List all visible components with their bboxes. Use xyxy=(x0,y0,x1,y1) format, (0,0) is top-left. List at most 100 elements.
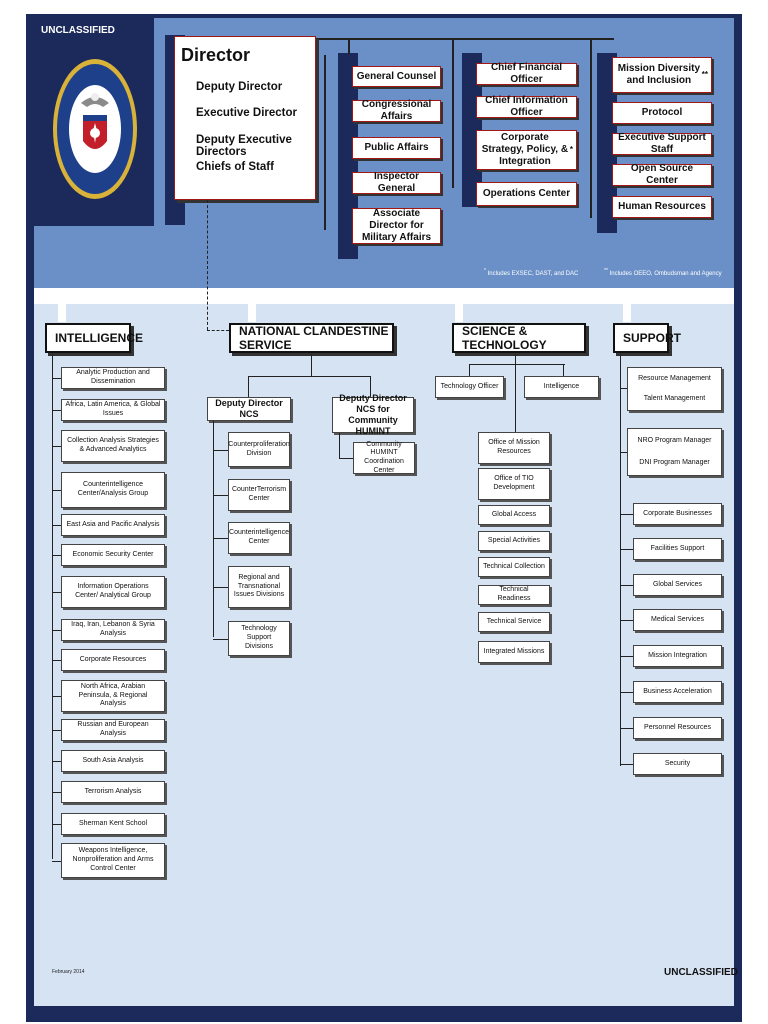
connector xyxy=(52,730,61,731)
connector xyxy=(52,410,61,411)
connector xyxy=(348,38,350,54)
support-item: Corporate Businesses xyxy=(633,503,722,525)
intel-item: Russian and European Analysis xyxy=(61,719,165,741)
connector xyxy=(248,376,249,398)
tab-connector xyxy=(623,304,631,322)
tab-connector xyxy=(455,304,463,322)
intel-item: South Asia Analysis xyxy=(61,750,165,772)
connector xyxy=(452,38,454,188)
connector xyxy=(590,38,592,218)
connector xyxy=(324,55,326,190)
ncs-item: Regional and Transnational Issues Divisi… xyxy=(228,566,290,608)
staff-box: General Counsel xyxy=(352,66,441,87)
support-item: Mission Integration xyxy=(633,645,722,667)
ncs-item: Technology Support Divisions xyxy=(228,621,290,656)
connector xyxy=(469,364,565,365)
ncs-spine xyxy=(213,421,214,637)
staff-box: Chief Financial Officer xyxy=(476,62,577,85)
connector xyxy=(213,538,228,539)
staff-box: Congressional Affairs xyxy=(352,99,441,122)
staff-box: Mission Diversity and Inclusion** xyxy=(612,57,712,93)
footnote-1: * Includes EXSEC, DAST, and DAC xyxy=(484,268,578,277)
date-stamp: February 2014 xyxy=(52,969,85,975)
tab-connector xyxy=(248,304,256,322)
intel-item: Economic Security Center xyxy=(61,544,165,566)
st-item: Office of TIO Development xyxy=(478,468,550,500)
support-item: Facilities Support xyxy=(633,538,722,560)
st-item: Technical Service xyxy=(478,612,550,632)
intel-item: Collection Analysis Strategies & Advance… xyxy=(61,430,165,462)
footnote-2: ** Includes OEEO, Ombudsman and Agency xyxy=(604,268,722,277)
footnote-text: Includes EXSEC, DAST, and DAC xyxy=(487,271,579,277)
footnote-marker: ** xyxy=(604,268,608,274)
staff-bar-3 xyxy=(597,53,617,233)
support-item: Security xyxy=(633,753,722,775)
support-spine xyxy=(620,354,621,766)
connector xyxy=(311,354,312,376)
ncs-humint-item: Community HUMINT Coordination Center xyxy=(353,441,415,474)
support-item: Global Services xyxy=(633,574,722,596)
st-item: Global Access xyxy=(478,505,550,525)
connector xyxy=(52,525,61,526)
connector xyxy=(52,660,61,661)
staff-box: Open Source Center xyxy=(612,163,712,186)
intel-item: North Africa, Arabian Peninsula, & Regio… xyxy=(61,680,165,712)
ncs-humint: Deputy Director NCS for Community HUMINT xyxy=(332,393,414,436)
intel-item: East Asia and Pacific Analysis xyxy=(61,514,165,536)
intel-item: Sherman Kent School xyxy=(61,813,165,835)
connector xyxy=(52,378,61,379)
top-connector xyxy=(316,38,614,40)
connector xyxy=(52,630,61,631)
st-item: Integrated Missions xyxy=(478,641,550,663)
st-item: Office of Mission Resources xyxy=(478,432,550,464)
connector xyxy=(563,364,564,376)
ncs-spine xyxy=(339,433,340,458)
directorate-ncs: NATIONAL CLANDESTINE SERVICE xyxy=(229,323,394,353)
connector xyxy=(52,555,61,556)
staff-box: Executive Support Staff xyxy=(612,132,712,155)
staff-box-label: Mission Diversity and Inclusion xyxy=(617,63,701,86)
intel-item: Analytic Production and Dissemination xyxy=(61,367,165,389)
support-group-2: NRO Program Manager DNI Program Manager xyxy=(627,428,722,476)
directorate-st: SCIENCE & TECHNOLOGY xyxy=(452,323,586,353)
connector xyxy=(213,495,228,496)
footnote-marker: * xyxy=(484,268,486,274)
cia-seal-icon xyxy=(51,57,139,203)
st-top-box: Intelligence xyxy=(524,376,599,398)
ncs-item: CounterTerrorism Center xyxy=(228,479,290,511)
ncs-deputy: Deputy Director NCS xyxy=(207,397,291,421)
intel-item: Iraq, Iran, Lebanon & Syria Analysis xyxy=(61,619,165,641)
intel-item: Corporate Resources xyxy=(61,649,165,671)
connector xyxy=(620,656,633,657)
connector xyxy=(324,190,326,230)
connector xyxy=(52,761,61,762)
staff-box: Public Affairs xyxy=(352,137,441,159)
st-item: Special Activities xyxy=(478,531,550,551)
intel-item: Weapons Intelligence, Nonproliferation a… xyxy=(61,843,165,878)
tab-connector xyxy=(58,304,66,322)
intel-spine xyxy=(52,354,53,859)
support-item: NRO Program Manager xyxy=(637,436,712,444)
director-box: Director Deputy Director Executive Direc… xyxy=(174,36,316,200)
connector xyxy=(469,364,470,376)
support-item: Personnel Resources xyxy=(633,717,722,739)
dashed-connector xyxy=(207,200,208,330)
connector xyxy=(213,587,228,588)
intel-item: Africa, Latin America, & Global Issues xyxy=(61,399,165,421)
ncs-item: Counterintelligence Center xyxy=(228,522,290,554)
intel-item: Information Operations Center/ Analytica… xyxy=(61,576,165,608)
staff-box: Operations Center xyxy=(476,182,577,206)
support-item: DNI Program Manager xyxy=(639,458,710,466)
connector xyxy=(515,354,516,432)
connector xyxy=(620,692,633,693)
staff-box: Human Resources xyxy=(612,196,712,218)
connector xyxy=(620,514,633,515)
connector xyxy=(620,388,627,389)
connector xyxy=(52,824,61,825)
staff-box: Chief Information Officer xyxy=(476,95,577,118)
connector xyxy=(213,638,228,640)
directorate-intelligence: INTELLIGENCE xyxy=(45,323,143,353)
connector xyxy=(620,764,633,765)
support-item: Talent Management xyxy=(643,394,706,402)
connector xyxy=(52,592,61,593)
